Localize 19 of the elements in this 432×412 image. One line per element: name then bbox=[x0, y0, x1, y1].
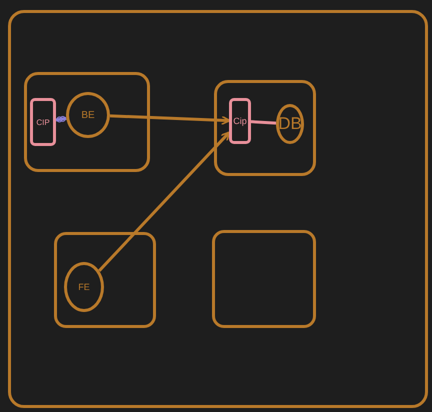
service-circle bbox=[66, 92, 110, 138]
service-circle bbox=[276, 104, 304, 144]
container-box bbox=[212, 230, 316, 328]
connector-line bbox=[56, 116, 66, 122]
arrow bbox=[110, 114, 231, 126]
connector-line bbox=[250, 120, 276, 125]
node-label: BE bbox=[81, 110, 95, 120]
component-box bbox=[229, 98, 251, 144]
node-label: CIP bbox=[36, 118, 50, 126]
service-circle bbox=[64, 262, 104, 312]
arrow bbox=[98, 131, 230, 272]
container-box bbox=[24, 72, 150, 172]
node-label: DB bbox=[278, 114, 302, 134]
node-label: Cip bbox=[233, 116, 247, 126]
container-box bbox=[54, 232, 156, 328]
component-box bbox=[30, 98, 56, 146]
container-box bbox=[214, 80, 316, 176]
node-label: FE bbox=[78, 282, 90, 292]
container-box bbox=[8, 10, 428, 408]
